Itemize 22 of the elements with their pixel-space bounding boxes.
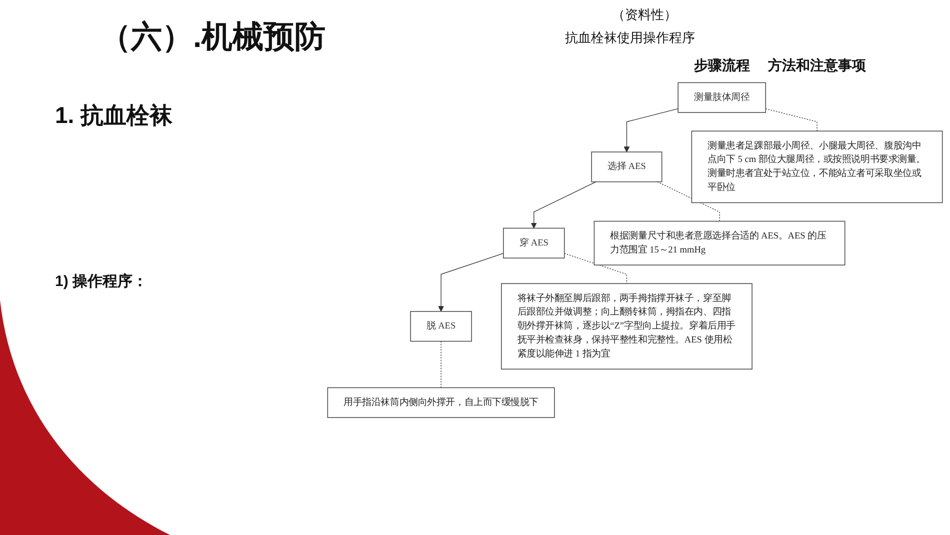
section-heading: 1. 抗血栓袜: [55, 102, 173, 130]
arrow: [624, 108, 678, 152]
connector: [765, 108, 818, 132]
node-box: 用手指沿袜筒内侧向外撑开，自上而下缓慢脱下: [327, 387, 555, 418]
classification-note: （资料性）: [612, 7, 677, 23]
connector: [440, 340, 442, 388]
slide-title: （六）.机械预防: [100, 18, 326, 56]
node-box: 将袜子外翻至脚后跟部，两手拇指撑开袜子，穿至脚后跟部位并做调整；向上翻转袜筒，拇指在内、四指朝外撑开袜筒，逐步以“Z”字型向上提拉。穿着后用手抚平并检查袜身，保持平整性和完整性。AES 使用松紧度以能伸进 1 指为宜: [500, 283, 752, 370]
node-box: 测量患者足踝部最小周径、小腿最大周径、腹股沟中点向下 5 cm 部位大腿周径，或按照说明书要求测量。测量时患者宜处于站立位，不能站立者可采取坐位或平卧位: [691, 130, 943, 204]
node-box: 根据测量尺寸和患者意愿选择合适的 AES。AES 的压力范围宜 15～21 mmHg: [594, 220, 846, 266]
connector: [564, 253, 628, 284]
arrow: [530, 181, 596, 228]
chart-title: 抗血栓袜使用操作程序: [565, 30, 695, 46]
node-box: 选择 AES: [591, 152, 662, 182]
subsection-heading: 1) 操作程序：: [55, 273, 148, 291]
column-header: 方法和注意事项: [768, 57, 866, 74]
column-header: 步骤流程: [694, 57, 750, 74]
arrow: [438, 253, 504, 312]
node-box: 脱 AES: [410, 311, 472, 342]
connector: [657, 181, 720, 222]
node-box: 测量肢体周径: [678, 82, 766, 113]
node-box: 穿 AES: [503, 228, 565, 258]
